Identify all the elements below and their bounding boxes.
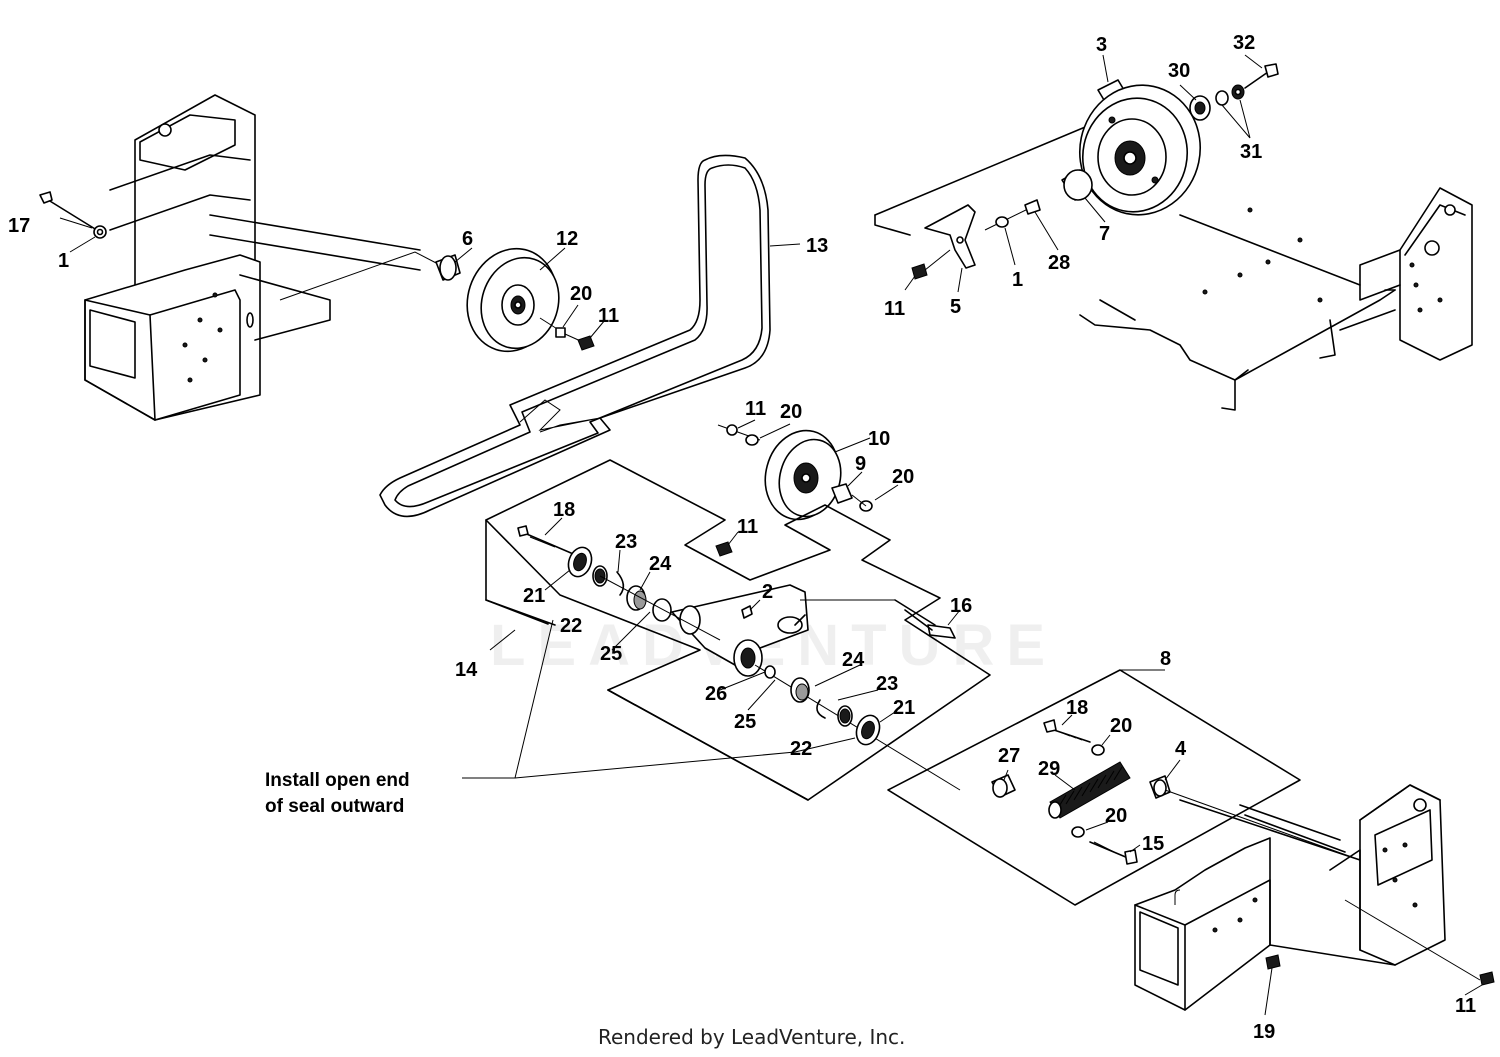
callout-13: 13 [806,235,828,257]
callout-30: 30 [1168,60,1190,82]
callout-20-bottom-spring: 20 [1105,805,1127,827]
pulley-12 [435,247,595,353]
callout-22-right: 22 [790,738,812,760]
callout-25-left: 25 [600,643,622,665]
callout-11-anchor: 11 [884,298,905,320]
callout-6: 6 [462,228,473,250]
footer-credit: Rendered by LeadVenture, Inc. [598,1025,905,1049]
callout-leaders [59,54,1483,1016]
callout-3: 3 [1096,34,1107,56]
bearing-stack-left [517,525,721,641]
callout-12: 12 [556,228,578,250]
anchor-bracket-5 [911,199,1041,280]
right-frame-bracket [1134,784,1481,1011]
callout-21-left: 21 [523,585,545,607]
callout-4: 4 [1175,738,1187,760]
callout-20-pulley10: 20 [780,401,802,423]
bolt-17 [39,191,107,239]
callout-20-top-spring: 20 [1110,715,1132,737]
callout-5: 5 [950,296,961,318]
right-top-bracket [1359,187,1473,361]
callout-11-right: 11 [1455,995,1476,1017]
pulley-10 [717,424,873,521]
callout-1-right: 1 [1012,269,1023,291]
callout-10: 10 [868,428,890,450]
callout-31: 31 [1240,141,1262,163]
callout-23-right: 23 [876,673,898,695]
callout-labels: 17 1 6 12 20 11 13 11 20 10 9 20 11 18 2… [8,32,1476,1043]
callout-2: 2 [762,581,773,603]
callout-24-right: 24 [842,649,865,671]
bearing-stack-right [754,664,961,791]
deck-plate [874,124,1396,411]
callout-29: 29 [1038,758,1060,780]
callout-19: 19 [1253,1021,1275,1043]
callout-15: 15 [1142,833,1164,855]
nut-19 [1265,954,1281,970]
callout-18-right: 18 [1066,697,1088,719]
callout-27: 27 [998,745,1020,767]
callout-11-mid: 11 [737,516,758,538]
leader-line [279,251,441,301]
callout-22-left: 22 [560,615,582,637]
left-frame-bracket [84,94,421,421]
callout-32: 32 [1233,32,1255,54]
spring-assembly-8 [887,669,1361,906]
callout-16: 16 [950,595,972,617]
callout-8: 8 [1160,648,1171,670]
callout-20-pulley12: 20 [570,283,592,305]
callout-20-spacer9: 20 [892,466,914,488]
callout-26: 26 [705,683,727,705]
callout-23-left: 23 [615,531,637,553]
callout-24-left: 24 [649,553,672,575]
callout-21-right: 21 [893,697,915,719]
callout-28: 28 [1048,252,1070,274]
callout-11-pulley12: 11 [598,305,619,327]
callout-18-left: 18 [553,499,575,521]
callout-1-left: 1 [58,250,69,272]
callout-9: 9 [855,453,866,475]
bracket-assembly-14 [485,459,991,801]
seal-note-leaders [462,619,856,779]
note-line-2: of seal outward [265,796,404,817]
electric-clutch-3 [1061,63,1279,216]
belt-13 [379,154,771,518]
callout-7: 7 [1099,223,1110,245]
callout-11-pulley10: 11 [745,398,766,420]
callout-14: 14 [455,659,478,681]
nut-11-mid [715,541,733,557]
callout-25-right: 25 [734,711,756,733]
callout-17: 17 [8,215,30,237]
nut-11-right [1479,971,1495,986]
note-line-1: Install open end [265,770,410,791]
